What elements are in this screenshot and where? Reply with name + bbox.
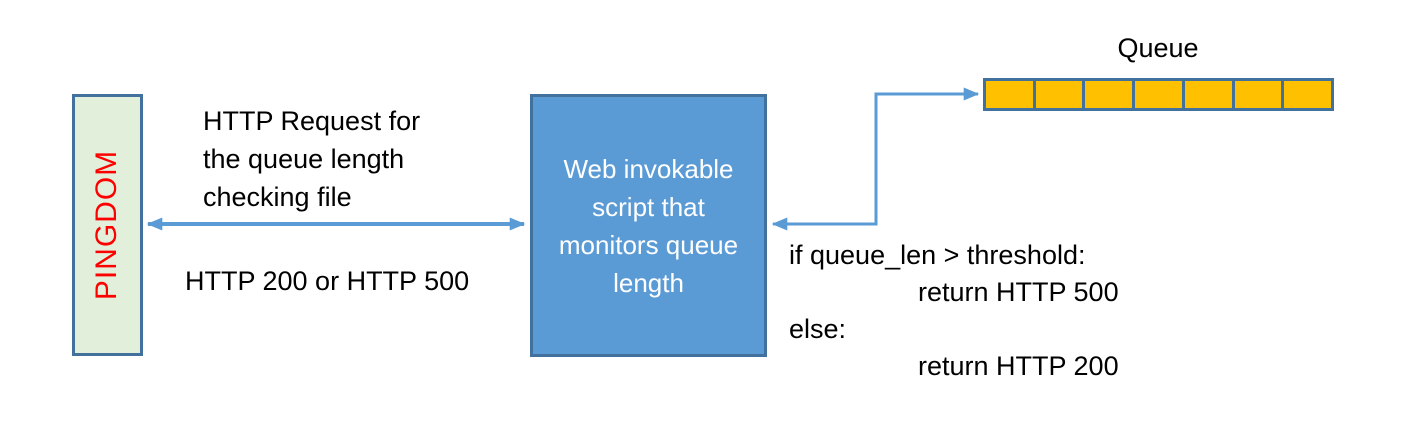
queue-cell [1231, 81, 1282, 108]
pseudocode-line: return HTTP 200 [918, 351, 1119, 381]
pingdom-node: PINGDOM [72, 94, 143, 356]
pseudocode-line: return HTTP 500 [918, 277, 1119, 307]
queue-title: Queue [1117, 33, 1199, 63]
pseudocode-line: if queue_len > threshold: [789, 240, 1086, 270]
http-response-label: HTTP 200 or HTTP 500 [185, 266, 470, 296]
script-node: Web invokable script that monitors queue… [530, 94, 767, 357]
pseudocode-line: else: [789, 314, 847, 344]
script-node-label-line: monitors queue [558, 229, 739, 260]
queue-cell [1082, 81, 1133, 108]
script-node-label-line: script that [592, 191, 705, 222]
pingdom-label: PINGDOM [90, 149, 124, 301]
pseudocode-block: if queue_len > threshold: return HTTP 50… [789, 237, 1119, 385]
queue-cell [1132, 81, 1182, 108]
queue-cell [1281, 81, 1332, 108]
http-request-line: HTTP Request for [203, 106, 421, 136]
queue-cell [986, 81, 1033, 108]
elbow-connector [771, 87, 980, 231]
http-request-line: the queue length [203, 144, 405, 174]
script-node-label-line: Web invokable [563, 153, 734, 184]
http-request-line: checking file [203, 182, 352, 212]
queue-cell [1181, 81, 1232, 108]
queue-cell [1032, 81, 1083, 108]
http-request-label: HTTP Request for the queue length checki… [203, 102, 420, 216]
queue-node [983, 78, 1334, 111]
script-node-label-line: length [613, 267, 684, 298]
